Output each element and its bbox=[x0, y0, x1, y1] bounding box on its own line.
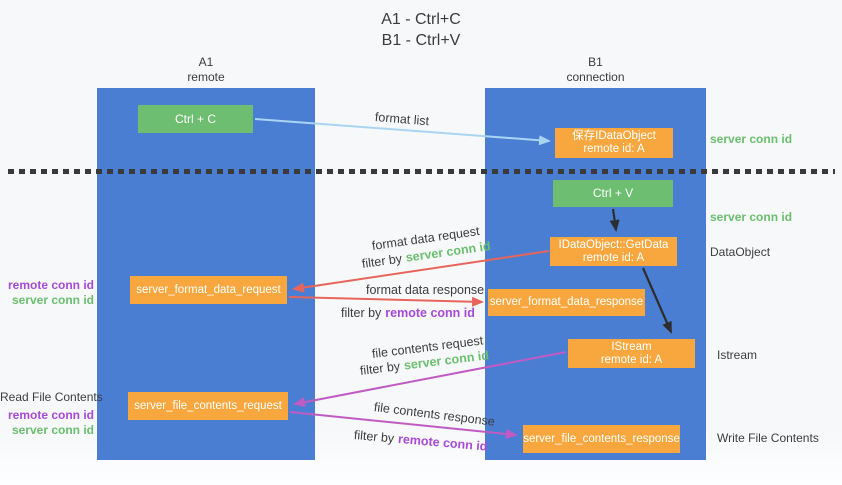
server-file-contents-request-label: server_file_contents_request bbox=[134, 399, 282, 412]
lane-a1-subtitle: remote bbox=[187, 70, 225, 84]
istream-annotation: Istream bbox=[717, 348, 758, 362]
filter-by-text-1: filter by bbox=[361, 251, 403, 271]
lane-b1-name: B1 bbox=[588, 55, 603, 69]
conn-ids-left-bottom: remote conn id server conn id bbox=[0, 408, 94, 437]
read-file-contents-annotation: Read File Contents bbox=[0, 390, 103, 404]
node-ctrl-c: Ctrl + C bbox=[138, 105, 253, 133]
node-save-idataobject: 保存IDataObject remote id: A bbox=[555, 128, 673, 158]
dashed-divider-line bbox=[8, 169, 835, 174]
save-idataobject-line2: remote id: A bbox=[583, 143, 645, 155]
diagram-title: A1 - Ctrl+C B1 - Ctrl+V bbox=[0, 9, 842, 51]
istream-line1: IStream bbox=[611, 340, 652, 353]
title-line-2: B1 - Ctrl+V bbox=[381, 32, 461, 49]
filter-by-text-3: filter by bbox=[359, 359, 401, 378]
server-format-data-response-label: server_format_data_response bbox=[489, 296, 644, 308]
title-line-1: A1 - Ctrl+C bbox=[381, 11, 461, 28]
node-server-file-contents-request: server_file_contents_request bbox=[128, 392, 288, 420]
getdata-line2: remote id: A bbox=[582, 251, 645, 264]
server-format-data-request-label: server_format_data_request bbox=[136, 283, 281, 296]
server-conn-id-left-bottom: server conn id bbox=[11, 422, 94, 437]
ctrl-c-label: Ctrl + C bbox=[174, 111, 216, 126]
filter-by-text-2: filter by bbox=[341, 306, 382, 320]
remote-conn-id-filter-1: remote conn id bbox=[385, 306, 475, 320]
lane-header-a1: A1 remote bbox=[97, 55, 315, 85]
write-file-contents-annotation: Write File Contents bbox=[717, 431, 819, 445]
filter-by-text-4: filter by bbox=[353, 428, 395, 446]
node-idataobject-getdata: IDataObject::GetData remote id: A bbox=[550, 237, 677, 266]
arrow-format-data-response bbox=[288, 296, 484, 307]
ctrl-v-label: Ctrl + V bbox=[592, 186, 634, 200]
node-ctrl-v: Ctrl + V bbox=[553, 180, 673, 207]
file-contents-response-label: file contents response bbox=[373, 400, 496, 429]
node-server-file-contents-response: server_file_contents_response bbox=[523, 425, 680, 453]
server-file-contents-response-label: server_file_contents_response bbox=[523, 432, 680, 445]
format-data-response-label: format data response bbox=[366, 283, 485, 297]
dataobject-annotation: DataObject bbox=[710, 245, 771, 259]
remote-conn-id-filter-2: remote conn id bbox=[397, 431, 488, 454]
node-server-format-data-request: server_format_data_request bbox=[130, 276, 287, 304]
istream-line2: remote id: A bbox=[600, 353, 663, 366]
remote-conn-id-left-top: remote conn id bbox=[7, 278, 94, 292]
node-server-format-data-response: server_format_data_response bbox=[488, 289, 645, 316]
server-conn-id-top-right: server conn id bbox=[710, 132, 793, 146]
server-conn-id-mid-right: server conn id bbox=[710, 210, 793, 224]
remote-conn-id-left-bottom: remote conn id bbox=[7, 408, 94, 422]
save-idataobject-line1: 保存IDataObject bbox=[572, 130, 656, 142]
lane-header-b1: B1 connection bbox=[485, 55, 706, 85]
lane-b1-subtitle: connection bbox=[566, 70, 625, 84]
server-conn-id-left-top: server conn id bbox=[11, 292, 94, 307]
getdata-line1: IDataObject::GetData bbox=[558, 238, 669, 251]
lane-a1-name: A1 bbox=[198, 55, 214, 69]
node-istream: IStream remote id: A bbox=[568, 339, 695, 368]
conn-ids-left-top: remote conn id server conn id bbox=[0, 278, 94, 307]
format-list-label: format list bbox=[374, 110, 430, 129]
